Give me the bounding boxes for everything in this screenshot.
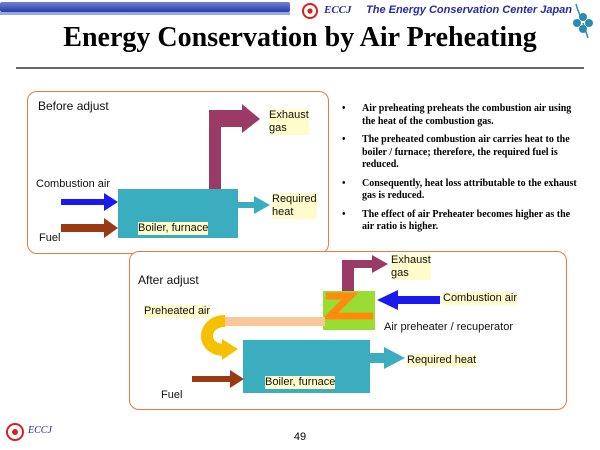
fuel-arrow: [61, 218, 118, 238]
after-required-heat-arrow: [370, 347, 405, 369]
bullet-item: Consequently, heat loss attributable to …: [340, 178, 580, 203]
after-adjust-heading: After adjust: [138, 273, 199, 287]
title-divider: [16, 67, 584, 69]
heat-exchanger-coil: [321, 292, 373, 320]
organization-name: The Energy Conservation Center Japan: [366, 4, 572, 16]
after-boiler-label: Boiler, furnace: [265, 376, 336, 389]
clover-logo-icon: [573, 3, 593, 39]
page-title: Energy Conservation by Air Preheating: [63, 22, 537, 53]
after-preheated-air-label: Preheated air: [144, 305, 211, 318]
header-brand: ECCJ: [324, 4, 352, 16]
before-adjust-heading: Before adjust: [38, 99, 109, 113]
eccj-logo-icon: [302, 3, 318, 19]
header-bar: [0, 2, 290, 12]
after-combustion-air-label: Combustion air: [443, 292, 517, 305]
bullet-item: The effect of air Preheater becomes high…: [340, 209, 580, 234]
before-boiler-label: Boiler, furnace: [138, 222, 209, 235]
after-fuel-label: Fuel: [161, 389, 183, 401]
before-combustion-air-label: Combustion air: [36, 178, 110, 190]
explanation-list: Air preheating preheats the combustion a…: [340, 103, 580, 240]
footer-logo-icon: [6, 423, 24, 441]
header-bar-stripe: [0, 12, 290, 15]
preheated-air-return: [201, 315, 226, 356]
footer-brand: ECCJ: [28, 425, 52, 436]
preheated-air-arrowhead: [222, 339, 238, 360]
combustion-air-arrow: [61, 193, 118, 211]
after-required-heat-label: Required heat: [407, 354, 477, 367]
required-heat-arrow: [238, 196, 270, 214]
bullet-item: The preheated combustion air carries hea…: [340, 134, 580, 172]
page-number: 49: [293, 431, 307, 443]
before-fuel-label: Fuel: [39, 232, 61, 244]
after-exhaust-arrow: [342, 255, 388, 294]
exhaust-arrow: [209, 104, 260, 189]
after-fuel-arrow: [192, 370, 244, 388]
bullet-item: Air preheating preheats the combustion a…: [340, 103, 580, 128]
preheated-air-duct: [225, 317, 325, 326]
preheater-label: Air preheater / recuperator: [384, 321, 514, 333]
after-combustion-air-arrow: [377, 290, 440, 310]
